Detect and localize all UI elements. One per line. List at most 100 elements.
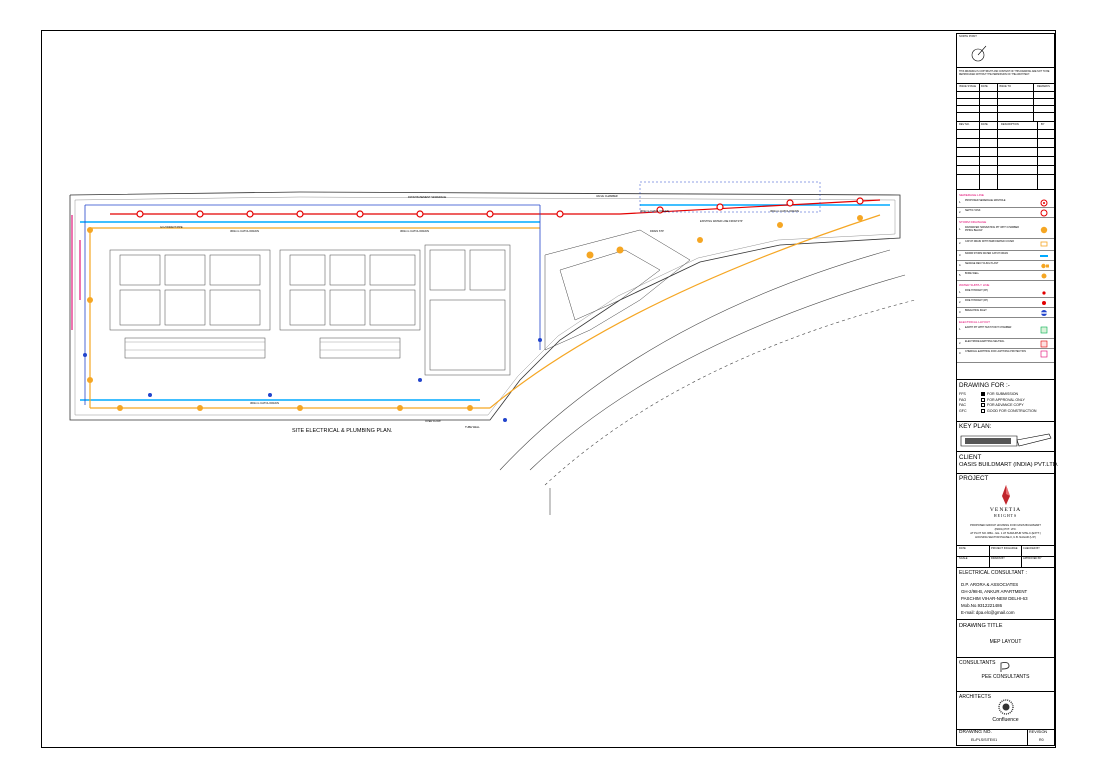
legend-no: 3.: [959, 352, 962, 355]
revision-table: REV NO. DATE DESCRIPTION BY: [957, 122, 1054, 190]
checkbox-icon[interactable]: [981, 397, 985, 402]
option-code: FFS: [959, 392, 966, 396]
bore-well-icon: [1041, 273, 1047, 279]
legend-item: 2. FIRE HYDRANT (FH): [957, 298, 1054, 308]
label-existing-water-line: EXISTING WATER LINE FROM STP: [700, 219, 743, 223]
legend-item: 1. PROPOSED SEWERAGE MANHOLE: [957, 198, 1054, 208]
north-point-cell: NORTH POINT: [957, 34, 1054, 68]
checkbox-icon[interactable]: [981, 392, 985, 397]
elec-line: Mob.No.9312221486: [961, 603, 1003, 608]
consultants-heading: CONSULTANTS: [959, 660, 996, 666]
project-logo-name: VENETIA: [989, 507, 1022, 513]
elec-line: GH-2/98-B, ANKUR APARTMENT: [961, 589, 1028, 594]
legend-item: 5. BORE WELL: [957, 271, 1054, 281]
septic-tank-icon: [1040, 209, 1048, 217]
site-plan-drawing: SITE ELECTRICAL & PLUMBING PLAN. 300mm C…: [69, 181, 916, 515]
info-approved-by: APPROVED BY: [1023, 557, 1042, 560]
project-desc-line: (INDIA) PVT. LTD.: [994, 528, 1017, 531]
label-hydrant-pipe: GI HYDRANT PIPE: [160, 225, 183, 229]
info-project-incharge: PROJECT INCHARGE: [991, 547, 1018, 550]
drawing-for-cell: DRAWING FOR :- FFS FOR SUBMISSION FAO FOR …: [957, 380, 1054, 422]
legend-item: 3. BREACHING INLET: [957, 308, 1054, 318]
info-drawn-by: DRAWN BY: [991, 557, 1005, 560]
drawing-title-cell: DRAWING TITLE MEP LAYOUT: [957, 620, 1054, 658]
rainwater-pit-icon: [1040, 226, 1048, 234]
legend-desc: EARTH PIT WITH TEST POINT CHAMBER: [965, 326, 1012, 329]
drawing-title-heading: DRAWING TITLE: [959, 623, 1003, 629]
client-heading: CLIENT: [959, 454, 982, 461]
copyright-cell: THIS DRAWING IS COPYRIGHT AND CONTENT OF…: [957, 68, 1054, 84]
fire-hydrant-icon: [1042, 291, 1046, 295]
key-plan-heading: KEY PLAN:: [959, 423, 992, 430]
revision-value: R0: [1039, 738, 1044, 742]
legend-item: 1. FIRE HYDRANT (FH): [957, 288, 1054, 298]
building-block-3: [424, 244, 511, 376]
label-catch-drain-4: 300mm CATCH DRAIN: [640, 209, 669, 213]
legend-no: 4.: [959, 264, 962, 267]
consultant-name: PEE CONSULTANTS: [981, 674, 1030, 680]
project-desc-line: AT PLOT NO. RBA - GH- 1 AT SURAJPUR SITE…: [970, 532, 1041, 535]
sewer-line: [71, 215, 81, 330]
legend-desc: BREACHING INLET: [965, 309, 987, 312]
rev-col-by: BY: [1041, 123, 1045, 126]
site-boundary: [69, 191, 901, 421]
option-label: GOOD FOR CONSTRUCTION: [987, 408, 1037, 413]
legend-no: 3.: [959, 254, 962, 257]
water-supply-line: [80, 204, 890, 401]
drawing-number-cell: DRAWING NO. EL/PLS/SITE/01 REVISION R0: [957, 730, 1054, 745]
legend-item: 2. SEPTIC TANK: [957, 208, 1054, 218]
rev-col-desc: DESCRIPTION: [1001, 123, 1019, 126]
legend-section-water: WATER SUPPLY LINE: [959, 283, 990, 287]
venetia-logo-icon: [1002, 485, 1010, 505]
copyright-note: THIS DRAWING IS COPYRIGHT AND CONTENT OF…: [959, 71, 1050, 76]
building-block-1: [109, 249, 271, 359]
legend-desc: SEPTIC TANK: [965, 209, 981, 212]
north-point-label: NORTH POINT: [959, 35, 977, 38]
client-name: OASIS BUILDMART (INDIA) PVT.LTD.: [959, 462, 1059, 468]
fire-hydrant-line: [110, 199, 881, 215]
drawing-sheet-border: [41, 30, 1056, 748]
legend-desc: CATCH DRAIN WITH PERFORATED COVER: [965, 240, 1014, 243]
title-block: NORTH POINT THIS DRAWING IS COPYRIGHT AN…: [956, 33, 1059, 746]
elec-consultant-heading: ELECTRICAL CONSULTANT :: [959, 570, 1027, 576]
legend-item: 1. EARTH PIT WITH TEST POINT CHAMBER: [957, 325, 1054, 339]
legend-desc: PROPOSED SEWERAGE MANHOLE: [965, 199, 1006, 202]
legend-no: 5.: [959, 274, 962, 277]
project-heading: PROJECT: [959, 475, 989, 482]
label-tube-well: TUBE WELL: [465, 425, 480, 429]
option-label: FOR APPROVAL ONLY: [987, 397, 1025, 402]
drawing-for-heading: DRAWING FOR :-: [959, 382, 1010, 389]
issue-col-date: DATE: [981, 85, 988, 88]
legend-desc: ELECTRODE EARTHING NEUTRAL: [965, 340, 1005, 343]
checkbox-icon[interactable]: [981, 408, 985, 413]
breaching-inlet-icon: [1041, 310, 1047, 316]
chemical-earthing-icon: [1040, 350, 1048, 358]
architects-heading: ARCHITECTS: [959, 694, 991, 700]
legend-no: 2.: [959, 342, 962, 345]
architect-name: Confluence: [992, 717, 1019, 723]
drawing-title: MEP LAYOUT: [989, 639, 1022, 645]
drawing-for-option[interactable]: FAO FOR APPROVAL ONLY: [959, 398, 1054, 404]
legend-section-sewerage: SEWERAGE LINE: [959, 193, 984, 197]
revision-heading: REVISION: [1029, 730, 1048, 734]
legend-item: 1. RAINWATER HARVESTING PIT WITH CHAMBER…: [957, 225, 1054, 239]
drawing-for-option[interactable]: FFS FOR SUBMISSION: [959, 392, 1054, 398]
drawing-no: EL/PLS/SITE/01: [971, 738, 998, 742]
option-code: FAO: [959, 397, 967, 402]
curved-road: [499, 249, 916, 515]
legend-no: 1.: [959, 201, 962, 204]
label-catch-drain-2: 300mm CATCH DRAIN: [400, 229, 429, 233]
key-plan-cell: KEY PLAN:: [957, 422, 1054, 452]
rainwater-pit-markers: [87, 215, 863, 411]
checkbox-icon[interactable]: [981, 403, 985, 408]
option-label: FOR SUBMISSION: [987, 392, 1019, 396]
legend-desc: SEWAGE RECYCLING PLANT: [965, 262, 999, 265]
label-catch-drain-1: 300mm CATCH DRAIN: [230, 229, 259, 233]
info-scale: SCALE: [959, 557, 968, 560]
option-code: FAC: [959, 403, 966, 407]
legend-no: 2.: [959, 242, 962, 245]
electrical-markers: [83, 338, 542, 422]
project-desc-line: PROPOSED GROUP HOUSING FOR OASIS BUILDMA…: [970, 524, 1041, 527]
